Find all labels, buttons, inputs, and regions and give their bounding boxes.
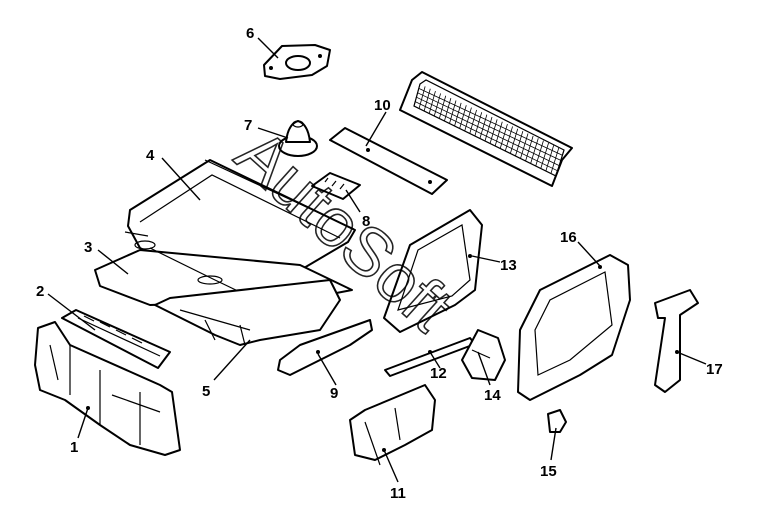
callout-10: 10 [374, 97, 391, 114]
grille-mesh-line [415, 101, 558, 172]
grille-mesh-line [545, 145, 555, 172]
grille-mesh-line [530, 138, 539, 164]
part-6-bracket [263, 44, 331, 80]
grille-mesh-line [525, 135, 534, 162]
grille-mesh-line [515, 131, 524, 157]
part-10-strip [329, 127, 448, 195]
part-11-bracket [349, 384, 436, 466]
grille-mesh-line [417, 92, 561, 161]
grille-mesh-line [428, 90, 436, 114]
callout-14: 14 [484, 387, 501, 404]
grille-mesh-line [418, 86, 426, 109]
part-16-frame [517, 254, 631, 401]
callout-5: 5 [202, 383, 210, 400]
callout-7: 7 [244, 117, 252, 134]
callout-16: 16 [560, 229, 577, 246]
callout-17: 17 [706, 361, 723, 378]
callout-13: 13 [500, 257, 517, 274]
grille-mesh-line [459, 105, 467, 129]
grille-mesh-line [479, 114, 488, 139]
grille-mesh-line [540, 142, 549, 169]
callout-2: 2 [36, 283, 44, 300]
grille-mesh-line [535, 140, 544, 167]
callout-8: 8 [362, 213, 370, 230]
callout-11: 11 [390, 485, 406, 502]
grille-mesh-line [423, 88, 431, 112]
grille-mesh-line [494, 121, 503, 147]
grille-mesh-line [454, 102, 462, 127]
part-5-floor-panel [154, 279, 341, 346]
grille-mesh-line [469, 109, 477, 134]
grille-mesh-line [433, 93, 441, 117]
grille-mesh-line [418, 88, 563, 156]
callouts: 1 2 3 4 5 6 7 8 9 10 11 12 13 14 15 16 1… [36, 25, 723, 502]
grille-mesh-line [474, 112, 483, 137]
grille-mesh-line [504, 126, 513, 152]
grille-mesh-line [449, 100, 457, 124]
leader-lines [47, 37, 707, 483]
callout-4: 4 [146, 147, 155, 164]
grille-mesh-line [464, 107, 472, 132]
callout-9: 9 [330, 385, 338, 402]
callout-12: 12 [430, 365, 447, 382]
grille-mesh-line [484, 116, 493, 142]
callout-1: 1 [70, 439, 78, 456]
grille-mesh-line [444, 98, 452, 122]
part-14-bracket [461, 329, 506, 381]
part-15-clip [547, 409, 567, 433]
part-17-t-bracket [654, 289, 699, 393]
grille-mesh-line [489, 119, 498, 144]
grille-mesh-line [550, 147, 560, 174]
grille-mesh-line [413, 83, 421, 107]
callout-3: 3 [84, 239, 92, 256]
part-10-grille [399, 71, 573, 187]
callout-15: 15 [540, 463, 557, 480]
grille-mesh-line [520, 133, 529, 159]
grille-mesh-line [509, 128, 519, 154]
grille-mesh-line [416, 96, 560, 166]
part-7-cap [278, 120, 318, 157]
grille-mesh-line [555, 149, 565, 177]
part-9-strip [277, 319, 373, 376]
grille-mesh-line [499, 123, 508, 149]
part-1-rear-panel [34, 321, 181, 456]
grille-mesh-line [438, 95, 447, 119]
callout-6: 6 [246, 25, 254, 42]
